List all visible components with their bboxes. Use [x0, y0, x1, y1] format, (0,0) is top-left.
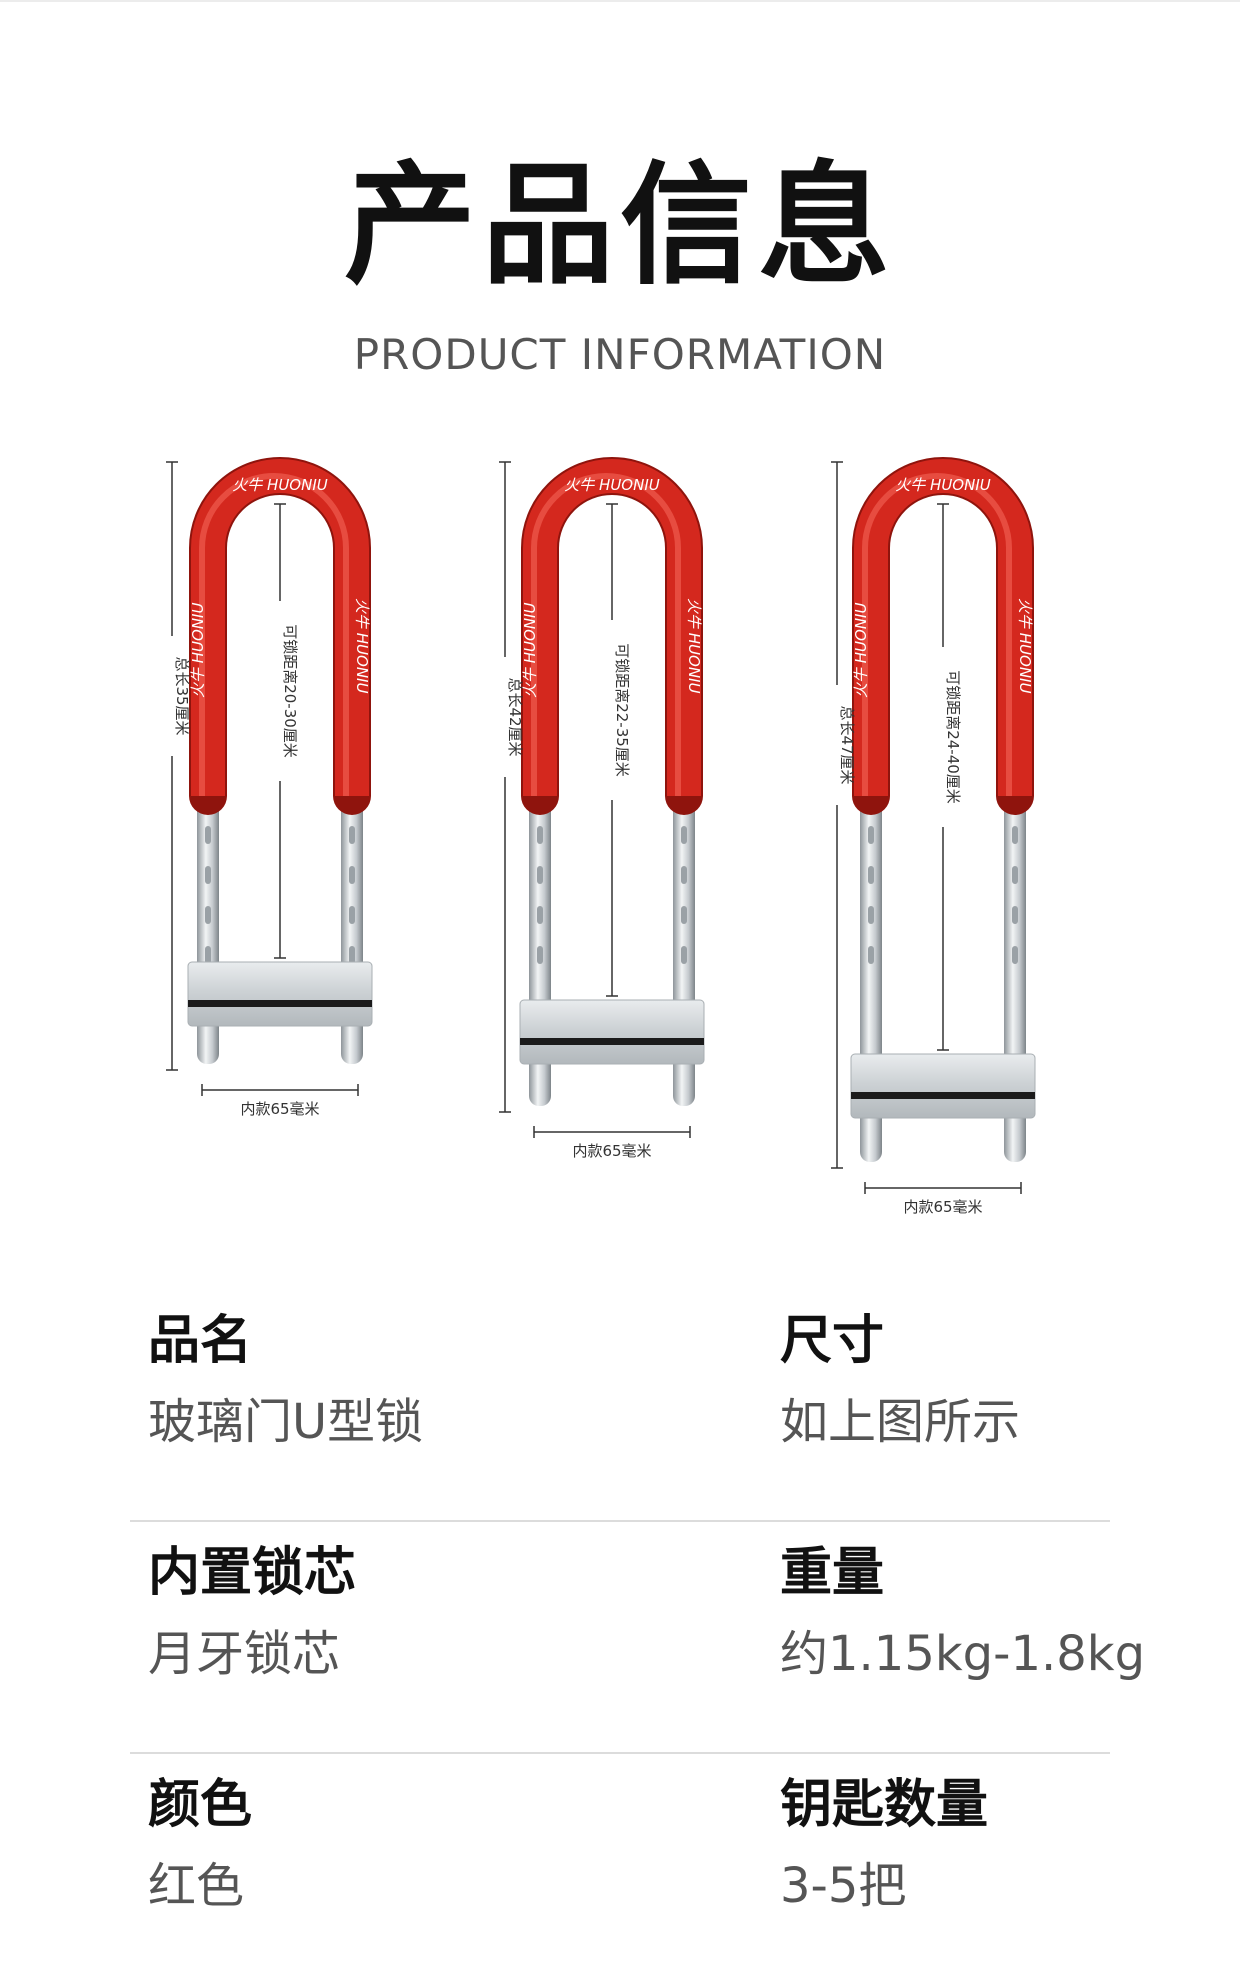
- spec-value: 如上图所示: [780, 1394, 1021, 1451]
- leg-notch: [205, 866, 211, 884]
- spec-color: 颜色 红色: [148, 1774, 252, 1916]
- leg-notch: [1012, 906, 1018, 924]
- brand-logo-text: 火牛 HUONIU: [232, 476, 327, 494]
- spec-label: 尺寸: [780, 1311, 885, 1371]
- leg-notch: [205, 906, 211, 924]
- lock-illustrations: 火牛 HUONIU火牛 HUONIU火牛 HUONIU总长35厘米可锁距离20-…: [160, 457, 1036, 1216]
- spec-size: 尺寸 如上图所示: [780, 1310, 1020, 1452]
- u-lock: 火牛 HUONIU火牛 HUONIU火牛 HUONIU总长35厘米可锁距离20-…: [160, 457, 373, 1118]
- spec-label: 内置锁芯: [148, 1543, 357, 1603]
- brand-logo-text: 火牛 HUONIU: [189, 603, 207, 698]
- spec-row: 内置锁芯 月牙锁芯 重量 约1.15kg-1.8kg: [130, 1522, 1145, 1754]
- label-bg: [825, 685, 849, 805]
- spec-label: 重量: [780, 1543, 885, 1603]
- leg-notch: [681, 946, 687, 964]
- page-title: 产品信息: [344, 149, 896, 303]
- spec-label: 品名: [148, 1311, 253, 1371]
- spec-core: 内置锁芯 月牙锁芯: [148, 1542, 356, 1684]
- lock-body: [850, 1053, 1036, 1119]
- spec-value: 3-5把: [780, 1858, 907, 1915]
- u-lock: 火牛 HUONIU 火牛 HUONIU 火牛 HUONIU 总长47厘米 可锁距离24-…: [825, 457, 1036, 1216]
- leg-notch: [1012, 866, 1018, 884]
- spec-keys: 钥匙数量 3-5把: [780, 1774, 988, 1916]
- leg-notch: [349, 946, 355, 964]
- leg-notch: [681, 826, 687, 844]
- spec-name: 品名 玻璃门U型锁: [148, 1310, 423, 1452]
- lock-range-label: 可锁距离24-40厘米: [944, 670, 962, 804]
- u-lock: 火牛 HUONIU火牛 HUONIU火牛 HUONIU总长42厘米可锁距离22-…: [493, 457, 705, 1160]
- leg-notch: [537, 866, 543, 884]
- total-length-label: 总长47厘米: [838, 705, 856, 784]
- leg-notch: [537, 826, 543, 844]
- label-bg: [600, 620, 624, 800]
- brand-logo-text: 火牛 HUONIU: [353, 598, 371, 693]
- leg-notch: [681, 866, 687, 884]
- leg-notch: [1012, 826, 1018, 844]
- brand-logo-text: 火牛 HUONIU: [895, 476, 990, 494]
- inner-width-label: 内款65毫米: [572, 1142, 651, 1160]
- spec-weight: 重量 约1.15kg-1.8kg: [780, 1542, 1145, 1684]
- lock-body-stripe: [851, 1092, 1035, 1099]
- top-divider: [0, 0, 1240, 2]
- leg-notch: [205, 946, 211, 964]
- inner-width-label: 内款65毫米: [240, 1100, 319, 1118]
- total-length-label: 总长35厘米: [173, 656, 191, 735]
- lock-body: [187, 961, 373, 1027]
- spec-value: 月牙锁芯: [148, 1626, 341, 1683]
- brand-logo-text: 火牛 HUONIU: [1016, 598, 1034, 693]
- spec-row: 颜色 红色 钥匙数量 3-5把: [130, 1754, 1110, 1986]
- leg-notch: [868, 946, 874, 964]
- label-bg: [931, 647, 955, 827]
- spec-label: 颜色: [148, 1775, 253, 1835]
- inner-width-label: 内款65毫米: [903, 1198, 982, 1216]
- shackle-highlight: [531, 473, 681, 796]
- spec-value: 玻璃门U型锁: [148, 1394, 424, 1451]
- brand-logo-text: 火牛 HUONIU: [852, 603, 870, 698]
- total-length-label: 总长42厘米: [506, 677, 524, 756]
- spec-value: 红色: [148, 1858, 245, 1915]
- label-bg: [493, 657, 517, 777]
- page-subtitle: PRODUCT INFORMATION: [353, 330, 887, 379]
- leg-notch: [349, 826, 355, 844]
- lock-range-label: 可锁距离22-35厘米: [613, 643, 631, 777]
- spec-row: 品名 玻璃门U型锁 尺寸 如上图所示: [130, 1290, 1110, 1522]
- leg-notch: [868, 826, 874, 844]
- leg-notch: [205, 826, 211, 844]
- lock-body: [519, 999, 705, 1065]
- spec-label: 钥匙数量: [780, 1775, 989, 1835]
- shackle-highlight: [862, 473, 1012, 796]
- brand-logo-text: 火牛 HUONIU: [564, 476, 659, 494]
- label-bg: [160, 636, 184, 756]
- leg-notch: [681, 906, 687, 924]
- lock-body-stripe: [520, 1038, 704, 1045]
- brand-logo-text: 火牛 HUONIU: [685, 598, 703, 693]
- leg-notch: [349, 906, 355, 924]
- lock-body-stripe: [188, 1000, 372, 1007]
- spec-table: 品名 玻璃门U型锁 尺寸 如上图所示 内置锁芯 月牙锁芯 重量 约1.15kg-…: [130, 1290, 1145, 1986]
- shackle-highlight: [199, 473, 349, 796]
- spec-value: 约1.15kg-1.8kg: [780, 1626, 1146, 1683]
- leg-notch: [349, 866, 355, 884]
- leg-notch: [537, 906, 543, 924]
- label-bg: [268, 601, 292, 781]
- leg-notch: [868, 906, 874, 924]
- brand-logo-text: 火牛 HUONIU: [521, 603, 539, 698]
- leg-notch: [1012, 946, 1018, 964]
- leg-notch: [537, 946, 543, 964]
- lock-range-label: 可锁距离20-30厘米: [281, 624, 299, 758]
- leg-notch: [868, 866, 874, 884]
